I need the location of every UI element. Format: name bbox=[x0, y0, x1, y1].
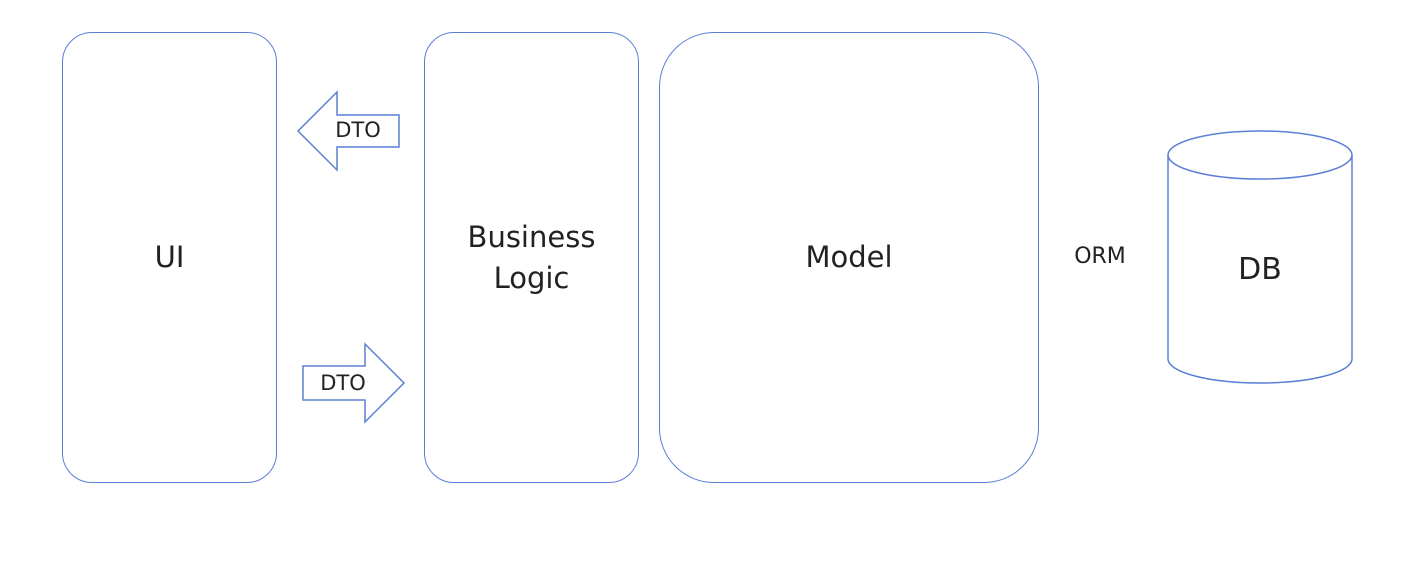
db-cylinder-top bbox=[1167, 130, 1353, 180]
dto-to-ui-label: DTO bbox=[335, 118, 381, 142]
dto-left-arrow bbox=[296, 90, 400, 172]
db-cylinder-body bbox=[1167, 155, 1353, 384]
dto-to-business-logic-label: DTO bbox=[320, 371, 366, 395]
db-label: DB bbox=[1238, 252, 1282, 287]
model-layer-box: Model bbox=[659, 32, 1039, 483]
dto-right-arrow bbox=[302, 342, 406, 424]
ui-layer-box: UI bbox=[62, 32, 277, 483]
business-logic-layer-box: Business Logic bbox=[424, 32, 639, 483]
model-layer-label: Model bbox=[805, 240, 893, 274]
orm-label: ORM bbox=[1074, 244, 1126, 269]
db-cylinder bbox=[1167, 130, 1353, 384]
ui-layer-label: UI bbox=[154, 240, 185, 274]
business-logic-layer-label: Business Logic bbox=[467, 219, 596, 295]
